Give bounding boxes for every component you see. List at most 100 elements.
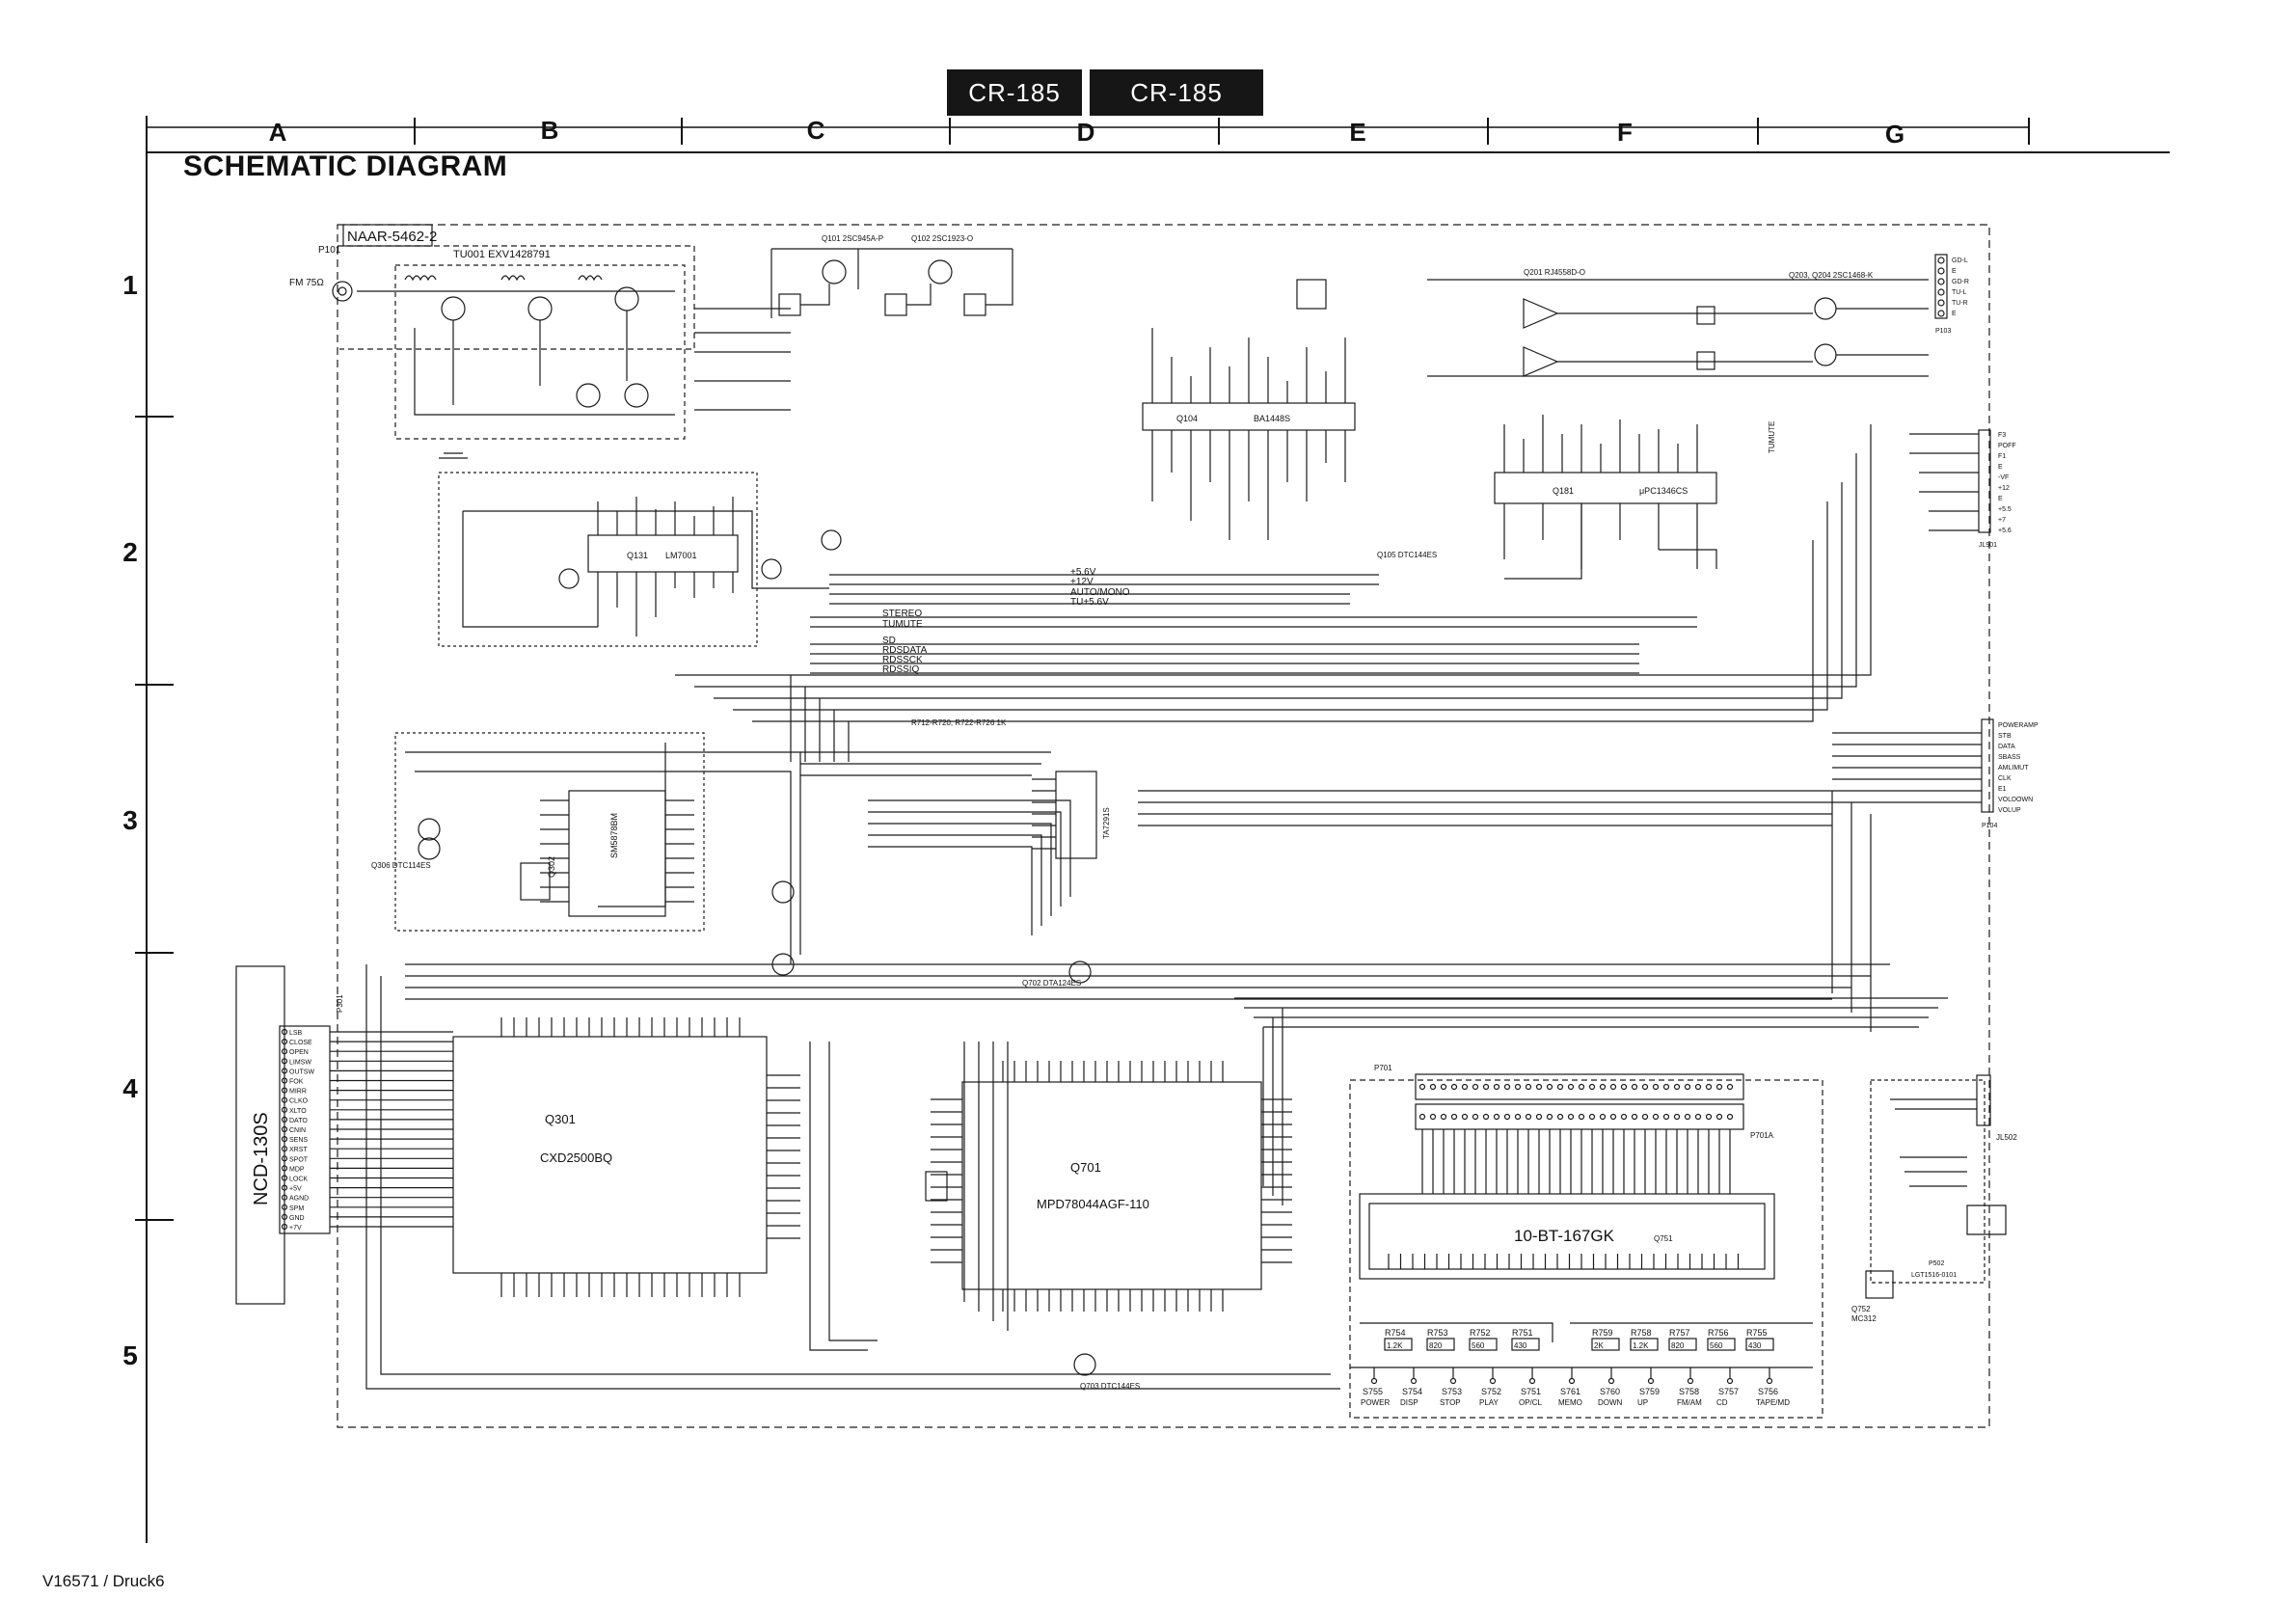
p103-pin-2: E — [1952, 268, 1957, 275]
q306-label: Q306 DTC114ES — [371, 861, 431, 870]
resistor-body — [1384, 1338, 1413, 1351]
model-label-left: CR-185 — [968, 77, 1061, 107]
bus-label-5v6: +5.6V — [1070, 567, 1096, 578]
cd-connector-label: NCD-130S — [251, 1112, 272, 1205]
resistor-value: 1.2K — [1633, 1341, 1649, 1350]
switch-contact — [1607, 1377, 1615, 1385]
schematic-traces — [365, 424, 1948, 1390]
p701-pin — [1556, 1083, 1564, 1091]
cd-pin-label: XRST — [289, 1147, 308, 1153]
resistor-note: R712-R720, R722-R726 1K — [911, 718, 1007, 727]
q133-symbol — [558, 568, 580, 589]
resistor-value: 1.2K — [1387, 1341, 1403, 1350]
p701a-pin — [1503, 1113, 1511, 1121]
jl901-pin-10: +5.6 — [1998, 528, 2012, 534]
resistor-body — [1707, 1338, 1736, 1351]
bus-label-rdssiq: RDSSIQ — [882, 664, 920, 675]
switch-label: TAPE/MD — [1756, 1398, 1790, 1407]
q302-ic: Q302 SM5878BM Q306 DTC114ES — [371, 732, 795, 976]
bus-label-tumute: TUMUTE — [882, 619, 923, 630]
cd-pin-label: SENS — [289, 1137, 308, 1144]
q704-body — [1055, 771, 1097, 859]
front-panel-outline — [1349, 1079, 1823, 1419]
p701a-pin — [1684, 1113, 1691, 1121]
cd-connector-frame — [235, 965, 285, 1305]
switch-ref: S755 — [1363, 1387, 1383, 1396]
vfd-display-outer — [1359, 1193, 1775, 1280]
resistor-value: 560 — [1472, 1341, 1485, 1350]
switch-ref: S761 — [1560, 1387, 1580, 1396]
q181-ic: Q181 μPC1346CS — [1494, 415, 1717, 580]
p701a-pin — [1694, 1113, 1702, 1121]
q302-part: SM5878BM — [609, 813, 619, 858]
resistor-value: 430 — [1748, 1341, 1762, 1350]
rds-bus: STEREO TUMUTE SD RDSDATA RDSSCK RDSSIQ — [810, 609, 1697, 675]
p701-pin — [1652, 1083, 1660, 1091]
switch-contact — [1370, 1377, 1378, 1385]
p301-ref: P301 — [336, 994, 344, 1013]
resistor-ref: R753 — [1427, 1328, 1448, 1338]
p701-pin — [1662, 1083, 1670, 1091]
cd-pin-label: +7V — [289, 1225, 302, 1232]
switch-contact — [1647, 1377, 1655, 1385]
q102-label: Q102 2SC1923-O — [911, 234, 973, 243]
q135-symbol — [821, 529, 842, 551]
cd-pin-dot — [281, 1146, 288, 1152]
p701-pin — [1493, 1083, 1500, 1091]
resistor-value: 2K — [1594, 1341, 1604, 1350]
p701-connector — [1415, 1073, 1744, 1100]
resistor-body — [1745, 1338, 1774, 1351]
q306-symbol — [418, 837, 441, 860]
p701a-pin — [1609, 1113, 1617, 1121]
switch-contact — [1528, 1377, 1536, 1385]
bus-label-rdssck: RDSSCK — [882, 655, 923, 665]
jl901-pin-7: E — [1998, 496, 2003, 502]
grid-frame — [135, 116, 2170, 1543]
q301-part: CXD2500BQ — [540, 1150, 612, 1165]
p701a-pin — [1726, 1113, 1734, 1121]
model-label-right: CR-185 — [1130, 77, 1223, 107]
p701a-pin — [1440, 1113, 1447, 1121]
row-label-4: 4 — [122, 1073, 138, 1103]
cd-pin-dot — [281, 1135, 288, 1143]
column-label-d: D — [1077, 118, 1095, 147]
antenna-label: FM 75Ω — [289, 278, 324, 288]
dac-section-box — [394, 732, 705, 932]
antenna-connector-label: P101 — [318, 245, 341, 256]
p701a-pin — [1662, 1113, 1670, 1121]
p701a-pin — [1705, 1113, 1713, 1121]
p701-pin — [1546, 1083, 1553, 1091]
p103-body — [1934, 254, 1948, 319]
page-title: SCHEMATIC DIAGRAM — [183, 150, 508, 182]
bus-label-rdsdata: RDSDATA — [882, 645, 928, 656]
p701-pin — [1482, 1083, 1490, 1091]
switch-contact — [1410, 1377, 1418, 1385]
resistor-body — [1469, 1338, 1498, 1351]
switch-row: S755POWERS754DISPS753STOPS752PLAYS751OP/… — [1361, 1367, 1790, 1407]
row-label-3: 3 — [122, 805, 138, 835]
q701-ic: Q701 MPD78044AGF-110 Q703 DTC144ES — [925, 961, 1292, 1391]
resistor-ref: R756 — [1708, 1328, 1729, 1338]
switch-contact — [1726, 1377, 1734, 1385]
switch-ref: S760 — [1600, 1387, 1620, 1396]
p701-pin — [1620, 1083, 1628, 1091]
cd-pin-label: GND — [289, 1215, 305, 1222]
p104-pin-2: STB — [1998, 733, 2012, 740]
antenna-jack-core — [338, 286, 347, 296]
switch-contact — [1568, 1377, 1576, 1385]
l301-coil — [1696, 306, 1715, 325]
p701a-pin — [1472, 1113, 1479, 1121]
p701-pin — [1535, 1083, 1543, 1091]
resistor-ref: R754 — [1385, 1328, 1406, 1338]
tuner-module-label: TU001 EXV1428791 — [453, 249, 551, 260]
q101-symbol — [822, 259, 847, 284]
cd-pin-label: +5V — [289, 1186, 302, 1193]
resistor-ref: R759 — [1592, 1328, 1613, 1338]
p701a-ref: P701A — [1750, 1131, 1774, 1140]
p701a-pin — [1652, 1113, 1660, 1121]
p701a-pin — [1631, 1113, 1638, 1121]
row-label-5: 5 — [122, 1340, 138, 1370]
p701a-pin — [1620, 1113, 1628, 1121]
q303-symbol — [771, 953, 795, 976]
